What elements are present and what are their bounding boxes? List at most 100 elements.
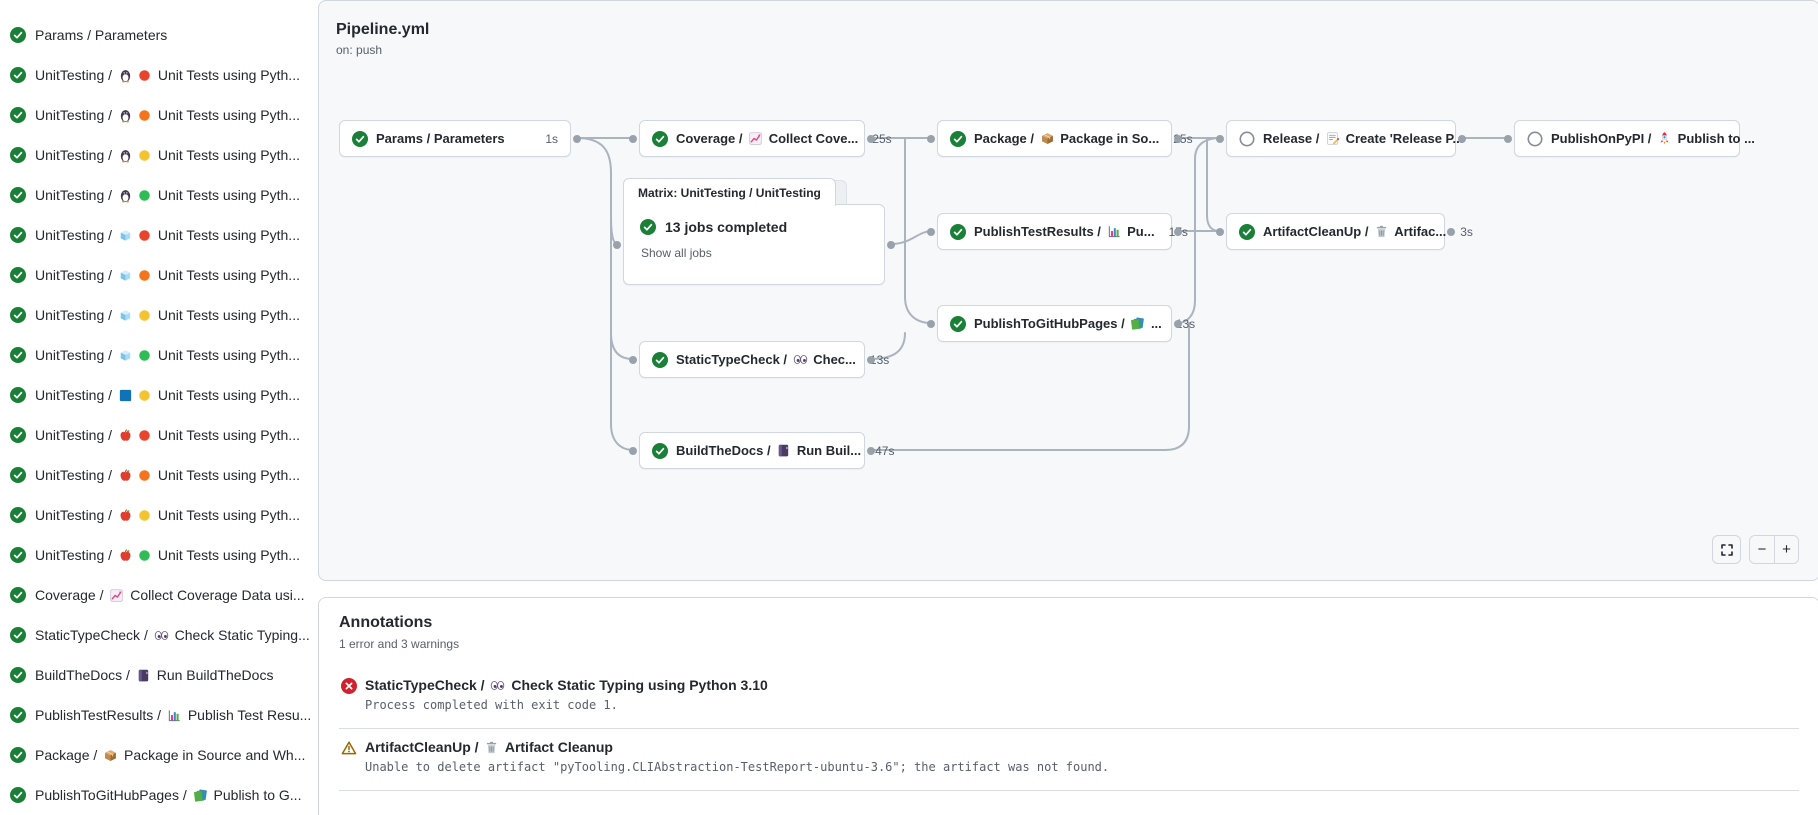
sidebar-job-item[interactable]: PublishTestResults / Publish Test Resu..…	[0, 695, 318, 735]
connector-dot	[927, 227, 935, 236]
annotation-message: Process completed with exit code 1.	[365, 698, 618, 712]
annotations-panel: Annotations 1 error and 3 warnings Stati…	[318, 597, 1818, 815]
eyes-icon	[791, 352, 810, 367]
check-circle-icon	[10, 427, 26, 443]
zoom-control-group: − +	[1749, 535, 1799, 564]
connector-dot	[1174, 227, 1182, 236]
node-label: Package / Package in So...	[974, 131, 1160, 146]
sidebar-job-label: StaticTypeCheck / Check Static Typing...	[35, 627, 310, 643]
check-circle-icon	[10, 787, 26, 803]
graph-node-package[interactable]: Package / Package in So...25s	[927, 120, 1193, 157]
check-circle-icon	[10, 267, 26, 283]
sidebar-job-label: UnitTesting / Unit Tests using Pyth...	[35, 227, 300, 243]
warning-triangle-icon	[341, 740, 357, 756]
connector-dot	[927, 134, 935, 143]
graph-node-build-the-docs[interactable]: BuildTheDocs / Run Buil...47s	[629, 432, 894, 469]
zoom-out-button[interactable]: −	[1750, 536, 1774, 563]
sidebar-job-label: UnitTesting / Unit Tests using Pyth...	[35, 67, 300, 83]
check-circle-icon	[10, 67, 26, 83]
dot-yellow-icon	[135, 388, 154, 403]
graph-node-publish-test-results[interactable]: PublishTestResults / Pu...17s	[927, 213, 1188, 250]
sidebar-job-item[interactable]: PublishToGitHubPages / Publish to G...	[0, 775, 318, 815]
show-all-jobs-link[interactable]: Show all jobs	[641, 246, 712, 260]
connector-dot	[1174, 134, 1182, 143]
sidebar-job-label: UnitTesting / Unit Tests using Pyth...	[35, 187, 300, 203]
sidebar-job-item[interactable]: UnitTesting / Unit Tests using Pyth...	[0, 415, 318, 455]
penguin-icon	[116, 188, 135, 203]
connector-dot	[867, 446, 875, 455]
dot-orange-icon	[135, 268, 154, 283]
graph-node-publish-on-pypi[interactable]: PublishOnPyPI / Publish to ...	[1504, 120, 1755, 157]
dot-yellow-icon	[135, 308, 154, 323]
sidebar-job-label: BuildTheDocs / Run BuildTheDocs	[35, 667, 274, 683]
connector-dot	[613, 240, 621, 249]
sidebar-job-item[interactable]: UnitTesting / Unit Tests using Pyth...	[0, 135, 318, 175]
node-label: PublishTestResults / Pu...	[974, 224, 1155, 239]
sidebar-job-label: PublishToGitHubPages / Publish to G...	[35, 787, 302, 803]
sidebar-job-item[interactable]: Coverage / Collect Coverage Data usi...	[0, 575, 318, 615]
sidebar-job-item[interactable]: UnitTesting / Unit Tests using Pyth...	[0, 535, 318, 575]
check-circle-icon	[10, 667, 26, 683]
graph-node-static-type-check[interactable]: StaticTypeCheck / Chec...13s	[629, 341, 889, 378]
check-circle-icon	[652, 442, 668, 459]
apple-icon	[116, 428, 135, 443]
check-circle-icon	[10, 27, 26, 43]
sidebar-job-label: UnitTesting / Unit Tests using Pyth...	[35, 347, 300, 363]
workflow-graph-canvas[interactable]: Matrix: UnitTesting / UnitTesting 13 job…	[319, 1, 1818, 580]
books-icon	[191, 788, 210, 803]
sidebar-job-item[interactable]: Params / Parameters	[0, 15, 318, 55]
graph-edges	[576, 137, 1509, 451]
sidebar-job-item[interactable]: StaticTypeCheck / Check Static Typing...	[0, 615, 318, 655]
graph-node-artifact-cleanup[interactable]: ArtifactCleanUp / Artifac...3s	[1216, 213, 1473, 250]
books-icon	[1128, 316, 1147, 331]
jobs-sidebar: Params / Parameters UnitTesting / Unit T…	[0, 0, 318, 815]
penguin-icon	[116, 68, 135, 83]
sidebar-job-item[interactable]: UnitTesting / Unit Tests using Pyth...	[0, 175, 318, 215]
sidebar-job-item[interactable]: UnitTesting / Unit Tests using Pyth...	[0, 255, 318, 295]
check-circle-icon	[352, 130, 368, 147]
graph-node-coverage[interactable]: Coverage / Collect Cove...25s	[629, 120, 892, 157]
sidebar-job-label: UnitTesting / Unit Tests using Pyth...	[35, 147, 300, 163]
node-duration: 3s	[1460, 224, 1473, 239]
matrix-group-tab: Matrix: UnitTesting / UnitTesting	[623, 178, 836, 206]
dot-green-icon	[135, 348, 154, 363]
check-circle-icon	[10, 587, 26, 603]
annotations-subtitle: 1 error and 3 warnings	[339, 637, 460, 651]
fullscreen-button[interactable]	[1712, 535, 1741, 564]
sidebar-job-item[interactable]: UnitTesting / Unit Tests using Pyth...	[0, 215, 318, 255]
sidebar-job-item[interactable]: UnitTesting / Unit Tests using Pyth...	[0, 495, 318, 535]
sidebar-job-label: Coverage / Collect Coverage Data usi...	[35, 587, 305, 603]
trash-icon	[1372, 224, 1391, 239]
sidebar-job-label: UnitTesting / Unit Tests using Pyth...	[35, 307, 300, 323]
check-circle-icon	[10, 347, 26, 363]
graph-node-publish-to-github-pages[interactable]: PublishToGitHubPages / ...13s	[927, 305, 1195, 342]
annotation-body: StaticTypeCheck / Check Static Typing us…	[365, 677, 1799, 712]
connector-dot	[1216, 134, 1224, 143]
sidebar-job-item[interactable]: BuildTheDocs / Run BuildTheDocs	[0, 655, 318, 695]
sidebar-job-label: UnitTesting / Unit Tests using Pyth...	[35, 507, 300, 523]
connector-dot	[629, 355, 637, 364]
workflow-graph-panel: Pipeline.yml on: push Matrix: UnitTe	[318, 0, 1818, 581]
check-circle-icon	[652, 351, 668, 368]
check-circle-icon	[10, 707, 26, 723]
sidebar-job-item[interactable]: UnitTesting / Unit Tests using Pyth...	[0, 375, 318, 415]
sidebar-job-item[interactable]: UnitTesting / Unit Tests using Pyth...	[0, 55, 318, 95]
sidebar-job-item[interactable]: UnitTesting / Unit Tests using Pyth...	[0, 335, 318, 375]
graph-node-release[interactable]: Release / Create 'Release P...	[1216, 120, 1466, 157]
sidebar-job-label: UnitTesting / Unit Tests using Pyth...	[35, 387, 300, 403]
sidebar-job-item[interactable]: UnitTesting / Unit Tests using Pyth...	[0, 95, 318, 135]
rocket-icon	[1655, 131, 1674, 146]
sidebar-job-item[interactable]: Package / Package in Source and Wh...	[0, 735, 318, 775]
matrix-group-card: 13 jobs completed Show all jobs	[613, 204, 895, 285]
sidebar-job-item[interactable]: UnitTesting / Unit Tests using Pyth...	[0, 295, 318, 335]
penguin-icon	[116, 148, 135, 163]
graph-node-params[interactable]: Params / Parameters 1s	[339, 120, 581, 157]
check-circle-icon	[10, 547, 26, 563]
x-circle-icon	[341, 678, 357, 694]
sidebar-job-label: UnitTesting / Unit Tests using Pyth...	[35, 107, 300, 123]
zoom-in-button[interactable]: +	[1774, 536, 1798, 563]
sidebar-job-label: UnitTesting / Unit Tests using Pyth...	[35, 547, 300, 563]
sidebar-job-item[interactable]: UnitTesting / Unit Tests using Pyth...	[0, 455, 318, 495]
connector-dot	[887, 240, 895, 249]
